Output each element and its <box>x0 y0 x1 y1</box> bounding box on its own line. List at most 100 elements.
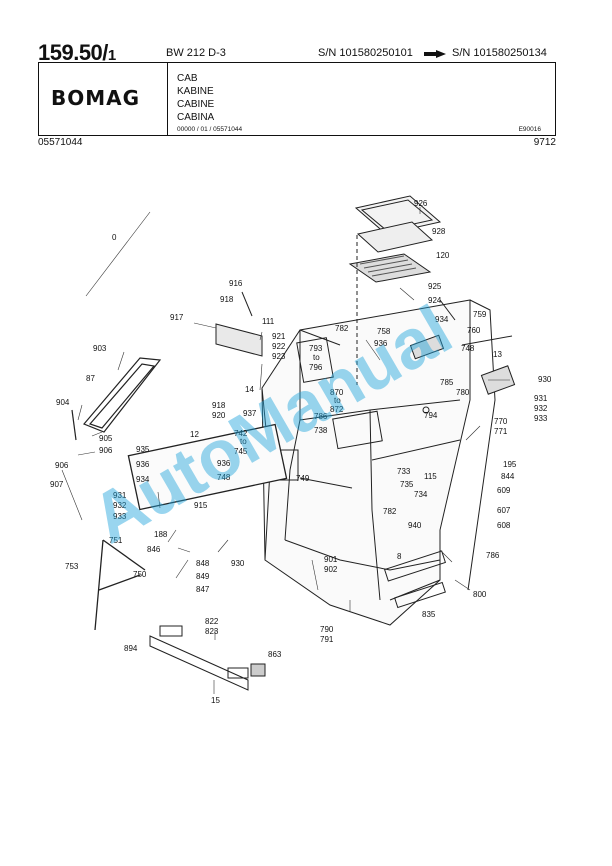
callout: 780 <box>456 388 470 397</box>
serial-to: S/N 101580250134 <box>452 47 547 59</box>
cab-frame <box>261 299 496 626</box>
callout: 848 <box>196 559 210 568</box>
page-code: E90016 <box>518 126 541 133</box>
callout: 933 <box>113 512 127 521</box>
callout: 937 <box>243 409 257 418</box>
logo-cell: BOMAG <box>39 62 168 135</box>
title-list: CAB KABINE CABINE CABINA <box>177 72 214 124</box>
callout: 751 <box>109 536 123 545</box>
callout: 790 <box>320 625 334 634</box>
revision-date: 9712 <box>533 137 556 148</box>
callout: 786 <box>486 551 500 560</box>
title-block: BOMAG CAB KABINE CABINE CABINA 00000 / 0… <box>38 62 556 136</box>
callout: 793 <box>309 344 323 353</box>
callout: 925 <box>428 282 442 291</box>
callout: 120 <box>436 251 450 260</box>
callout: 931 <box>534 394 548 403</box>
serial-from: S/N 101580250101 <box>318 47 413 59</box>
callout: 609 <box>497 486 511 495</box>
callout: 735 <box>400 480 414 489</box>
callout: 0 <box>112 233 117 242</box>
callout: 195 <box>503 460 517 469</box>
callout: 870 <box>330 388 344 397</box>
callout: 771 <box>494 427 508 436</box>
document-number: 05571044 <box>38 137 83 148</box>
step-bar <box>149 625 266 691</box>
callout: 758 <box>377 327 391 336</box>
callout: 936 <box>217 459 231 468</box>
callout: 791 <box>320 635 334 644</box>
callout: 928 <box>432 227 446 236</box>
callout: 847 <box>196 585 210 594</box>
callout: 932 <box>534 404 548 413</box>
callout: 940 <box>408 521 422 530</box>
machine-model: BW 212 D-3 <box>166 47 226 59</box>
callout: 742 <box>234 429 248 438</box>
callout: 759 <box>473 310 487 319</box>
callout: 782 <box>335 324 349 333</box>
callout: 188 <box>154 530 168 539</box>
title-de: KABINE <box>177 86 214 97</box>
callout: 760 <box>467 326 481 335</box>
callout: 918 <box>212 401 226 410</box>
roof-hatch-assembly <box>348 195 442 385</box>
callout: 8 <box>397 552 402 561</box>
callout: 936 <box>374 339 388 348</box>
callout: 907 <box>50 480 64 489</box>
callout: 894 <box>124 644 138 653</box>
callout: to <box>240 437 247 446</box>
callout: 920 <box>212 411 226 420</box>
callout: to <box>334 396 341 405</box>
callout: 748 <box>461 344 475 353</box>
callout: 844 <box>501 472 515 481</box>
callout: 111 <box>262 317 275 326</box>
callout: 863 <box>268 650 282 659</box>
callout: 786 <box>314 412 328 421</box>
callout: 917 <box>170 313 184 322</box>
callout: 782 <box>383 507 397 516</box>
callout: 923 <box>272 352 286 361</box>
reference-code: 00000 / 01 / 05571044 <box>177 126 243 133</box>
callout: 753 <box>65 562 79 571</box>
callout: 905 <box>99 434 113 443</box>
callout: 823 <box>205 627 219 636</box>
callout: 849 <box>196 572 210 581</box>
callout: 607 <box>497 506 511 515</box>
callout: 904 <box>56 398 70 407</box>
callout: 734 <box>414 490 428 499</box>
callout: 87 <box>86 374 95 383</box>
callout: 800 <box>473 590 487 599</box>
header-rule <box>38 62 556 63</box>
callout: 934 <box>435 315 449 324</box>
callout: 608 <box>497 521 511 530</box>
page-number: 159.50/1 <box>38 40 116 65</box>
callout: 926 <box>414 199 428 208</box>
panel-916 <box>215 291 263 357</box>
callout: 933 <box>534 414 548 423</box>
callout: to <box>313 353 320 362</box>
title-fr: CABINE <box>177 99 215 110</box>
callout: 918 <box>220 295 234 304</box>
callout: 15 <box>211 696 220 705</box>
callout: 915 <box>194 501 208 510</box>
callout: 13 <box>493 350 502 359</box>
title-en: CAB <box>177 73 198 84</box>
callout: 749 <box>296 474 310 483</box>
callout: 930 <box>231 559 245 568</box>
callout: 935 <box>136 445 150 454</box>
callout: 903 <box>93 344 107 353</box>
door-parts <box>94 423 288 631</box>
callout: 902 <box>324 565 338 574</box>
callout: 115 <box>424 472 437 481</box>
callout: 794 <box>424 411 438 420</box>
callout: 872 <box>330 405 344 414</box>
callout: 930 <box>538 375 552 384</box>
callout: 906 <box>55 461 69 470</box>
page-subnumber: 1 <box>107 47 116 64</box>
callout: 901 <box>324 555 338 564</box>
callout: 835 <box>422 610 436 619</box>
callout: 932 <box>113 501 127 510</box>
callout: 916 <box>229 279 243 288</box>
callout: 934 <box>136 475 150 484</box>
